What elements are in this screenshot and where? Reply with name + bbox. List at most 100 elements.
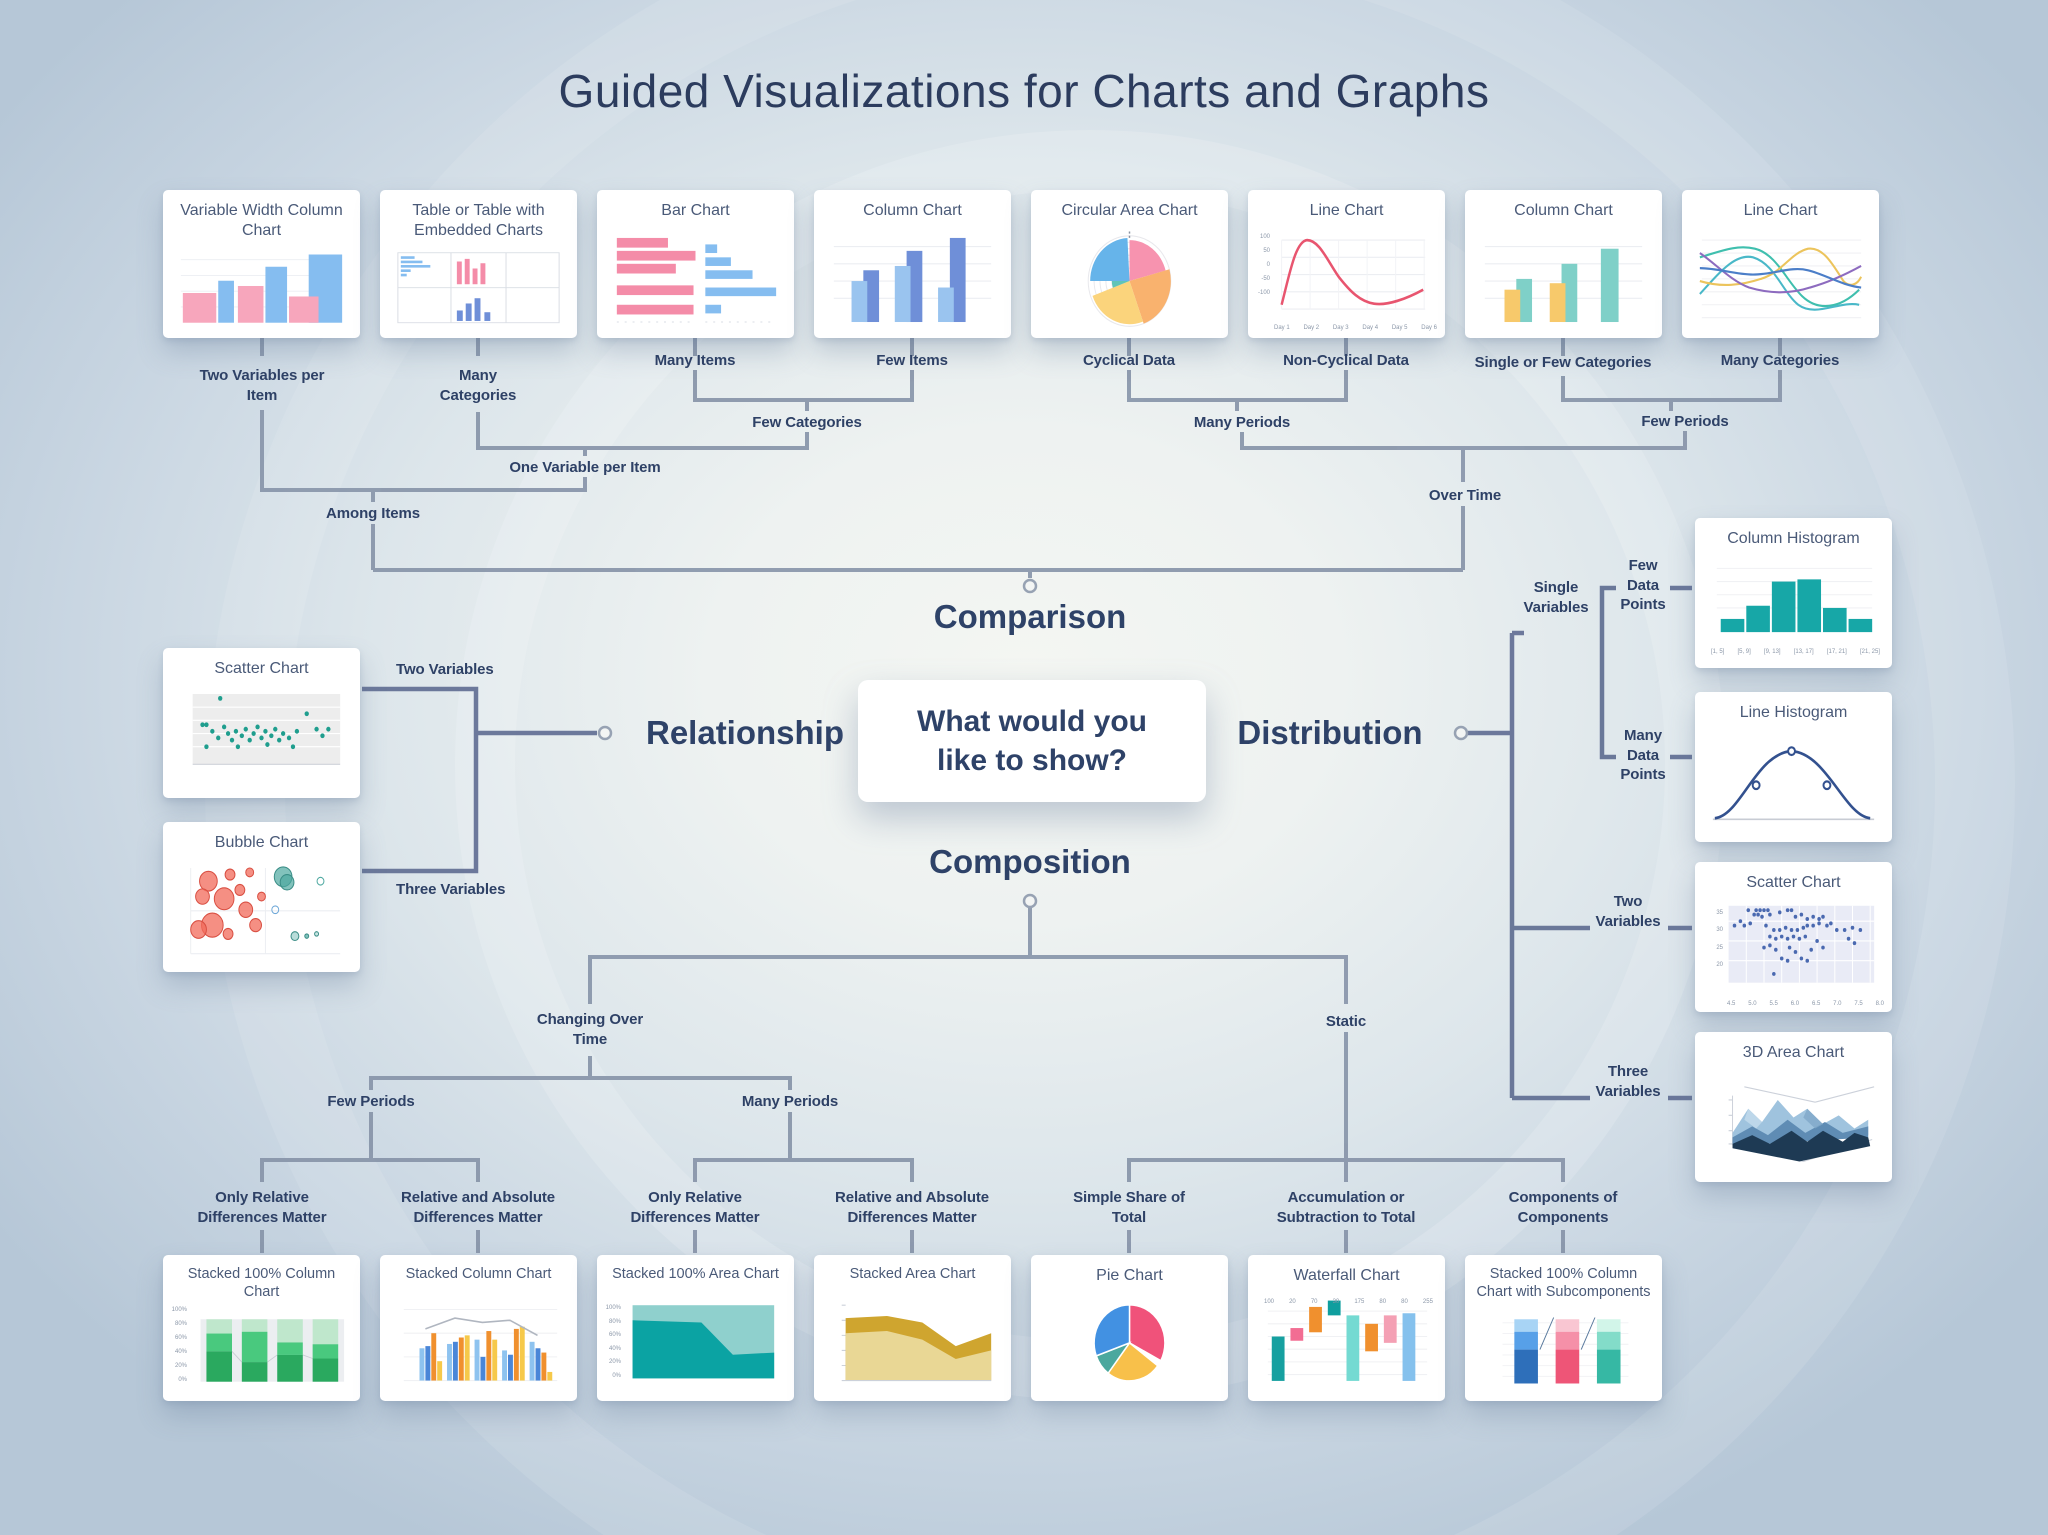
node-few-periods-comp: Few Periods	[327, 1093, 415, 1110]
card-bar-chart: Bar Chart	[597, 190, 794, 338]
card-bubble-chart: Bubble Chart	[163, 822, 360, 972]
branch-composition: Composition	[929, 843, 1131, 880]
stacked-100-column-thumbnail	[200, 1319, 345, 1383]
stacked-area-thumbnail	[841, 1304, 992, 1381]
card-variable-width-column-chart: Variable Width Column Chart	[163, 190, 360, 338]
node-non-cyclical-data: Non-Cyclical Data	[1283, 352, 1409, 369]
card-title: Line Chart	[1743, 202, 1818, 219]
card-stacked-area: Stacked Area Chart	[814, 1255, 1011, 1401]
card-title: Circular Area Chart	[1061, 202, 1198, 219]
node-relative-absolute-1: Relative and Absolute Differences Matter	[400, 1189, 556, 1226]
card-title: Stacked 100% Area Chart	[612, 1266, 779, 1282]
card-column-histogram: Column Histogram [1, 5][5, 9][9, 13][13,…	[1695, 518, 1892, 668]
table-embedded-charts-thumbnail	[397, 252, 560, 324]
branch-relationship: Relationship	[645, 714, 845, 751]
node-few-categories: Few Categories	[752, 414, 862, 431]
node-three-variables-dist: Three Variables	[1595, 1063, 1661, 1100]
page-title: Guided Visualizations for Charts and Gra…	[558, 65, 1490, 117]
multi-line-chart-thumbnail	[1699, 239, 1863, 318]
node-simple-share: Simple Share of Total	[1073, 1189, 1185, 1226]
bubble-chart-thumbnail	[190, 865, 341, 954]
node-many-categories-2: Many Categories	[1720, 352, 1840, 369]
node-single-variables: Single Variables	[1523, 579, 1589, 616]
node-cyclical-data: Cyclical Data	[1082, 352, 1176, 369]
line-chart-thumbnail	[1280, 238, 1426, 310]
center-question: What would you like to show?	[917, 705, 1147, 777]
node-three-variables: Three Variables	[396, 881, 506, 898]
node-among-items: Among Items	[326, 505, 420, 522]
card-title: Column Chart	[863, 202, 962, 219]
card-title: Pie Chart	[1096, 1267, 1163, 1284]
card-title: 3D Area Chart	[1742, 1044, 1845, 1061]
node-only-relative-2: Only Relative Differences Matter	[630, 1189, 760, 1226]
node-few-data-points: Few Data Points	[1620, 557, 1666, 613]
node-only-relative-1: Only Relative Differences Matter	[197, 1189, 327, 1226]
composition-node-dot	[1022, 893, 1038, 909]
line-histogram-thumbnail	[1712, 745, 1875, 820]
card-scatter-chart-distribution: Scatter Chart	[1695, 862, 1892, 1012]
column-chart-thumbnail	[833, 237, 992, 322]
area-3d-chart-thumbnail	[1728, 1085, 1875, 1162]
branch-distribution: Distribution	[1237, 714, 1423, 751]
branch-comparison: Comparison	[933, 598, 1127, 635]
waterfall-chart-thumbnail	[1267, 1300, 1428, 1381]
column-histogram-thumbnail	[1716, 567, 1873, 632]
card-title: Scatter Chart	[214, 660, 309, 677]
circular-area-chart-thumbnail	[1087, 230, 1172, 327]
card-3d-area-chart: 3D Area Chart	[1695, 1032, 1892, 1182]
node-few-periods: Few Periods	[1641, 413, 1729, 430]
card-title: Stacked Column Chart	[405, 1266, 552, 1282]
relationship-node-dot	[597, 725, 613, 741]
card-title: Waterfall Chart	[1293, 1267, 1400, 1284]
stacked-100-area-thumbnail	[632, 1304, 775, 1379]
bar-chart-thumbnail	[616, 237, 777, 323]
stacked-column-thumbnail	[403, 1308, 558, 1381]
card-title: Stacked 100% Column Chart	[187, 1266, 336, 1300]
comparison-node-dot	[1022, 578, 1038, 594]
node-many-data-points: Many Data Points	[1620, 727, 1666, 783]
card-title: Column Chart	[1514, 202, 1613, 219]
card-title: Table or Table with Embedded Charts	[412, 202, 545, 239]
node-accumulation: Accumulation or Subtraction to Total	[1276, 1189, 1416, 1226]
node-one-variable-per-item: One Variable per Item	[509, 459, 661, 476]
card-title: Bar Chart	[661, 202, 730, 219]
scatter-chart-blue-thumbnail	[1728, 905, 1875, 983]
scatter-chart-thumbnail	[192, 693, 341, 765]
node-relative-absolute-2: Relative and Absolute Differences Matter	[834, 1189, 990, 1226]
card-stacked-100-area: Stacked 100% Area Chart 100%80%60%40%20%…	[597, 1255, 794, 1401]
node-many-categories: Many Categories	[439, 367, 517, 404]
node-many-items: Many Items	[654, 352, 736, 369]
variable-width-column-chart-thumbnail	[180, 254, 343, 323]
node-many-periods-comp: Many Periods	[741, 1093, 839, 1110]
node-static: Static	[1325, 1013, 1367, 1030]
card-title: Line Chart	[1309, 202, 1384, 219]
card-circular-area-chart: Circular Area Chart	[1031, 190, 1228, 338]
node-many-periods: Many Periods	[1193, 414, 1291, 431]
card-line-histogram: Line Histogram	[1695, 692, 1892, 842]
node-two-variables-dist: Two Variables	[1595, 893, 1661, 930]
stacked-100-subcomponents-thumbnail	[1502, 1317, 1629, 1384]
card-title: Scatter Chart	[1746, 874, 1841, 891]
card-column-chart-single-few: Column Chart	[1465, 190, 1662, 338]
node-over-time: Over Time	[1428, 487, 1502, 504]
card-stacked-100-subcomponents: Stacked 100% Column Chart with Subcompon…	[1465, 1255, 1662, 1401]
column-chart-thumbnail	[1484, 245, 1643, 322]
node-two-variables-per-item: Two Variables per Item	[199, 367, 325, 404]
card-title: Column Histogram	[1727, 530, 1860, 547]
center-question-box: What would you like to show?	[858, 680, 1206, 802]
card-title: Line Histogram	[1739, 704, 1848, 721]
card-title: Variable Width Column Chart	[180, 202, 343, 239]
card-pie-chart: Pie Chart	[1031, 1255, 1228, 1401]
card-title: Stacked 100% Column Chart with Subcompon…	[1476, 1266, 1651, 1300]
node-changing-over-time: Changing Over Time	[536, 1011, 644, 1048]
card-stacked-100-column: Stacked 100% Column Chart 100%80%60%40%2…	[163, 1255, 360, 1401]
card-scatter-chart: Scatter Chart	[163, 648, 360, 798]
card-title: Bubble Chart	[214, 834, 309, 851]
node-components: Components of Components	[1508, 1189, 1618, 1226]
node-two-variables: Two Variables	[396, 661, 494, 678]
node-few-items: Few Items	[876, 352, 948, 369]
card-column-chart-few-items: Column Chart	[814, 190, 1011, 338]
